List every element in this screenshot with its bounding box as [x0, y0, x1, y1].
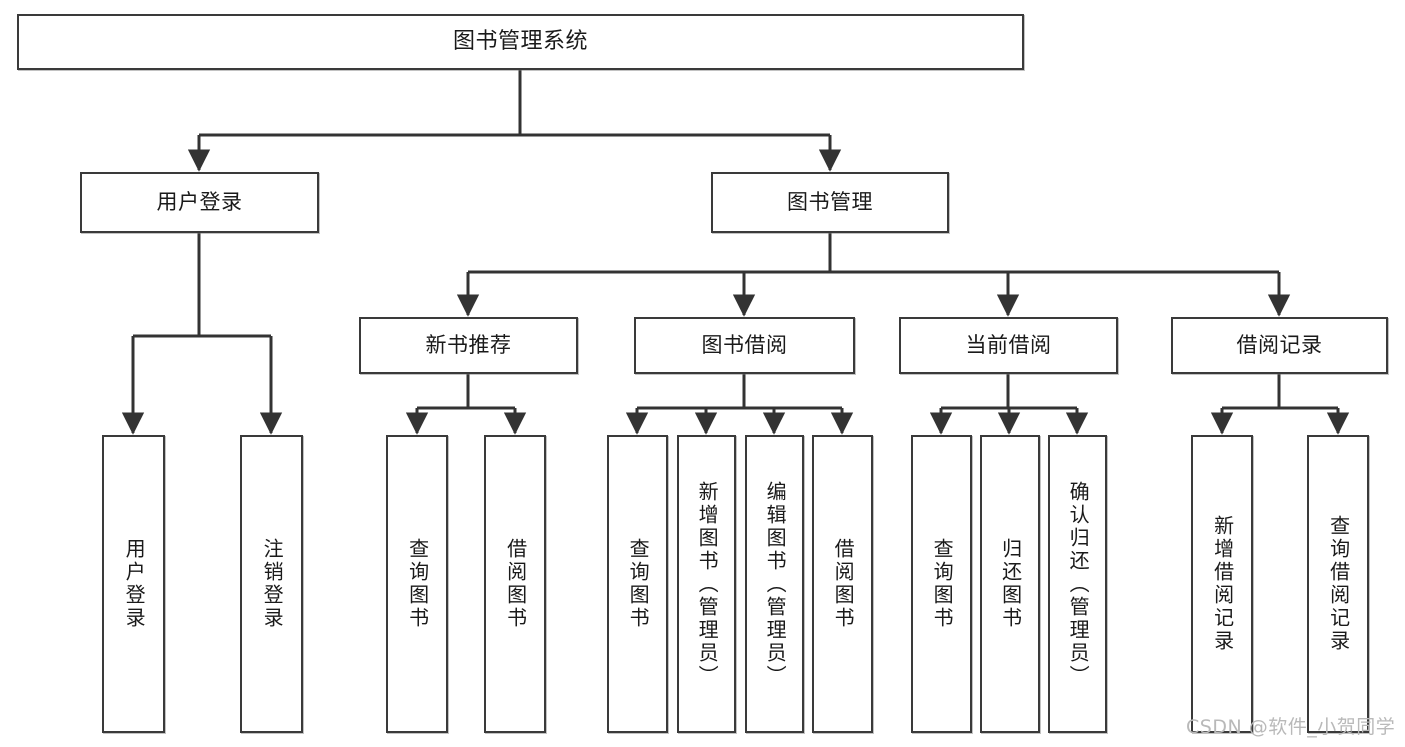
node-book-management-label: 图书管理 — [787, 190, 873, 215]
node-leaf-user-login-label: 用户登录 — [122, 538, 147, 630]
node-root-label: 图书管理系统 — [452, 29, 588, 55]
node-leaf-query-book-2[interactable]: 查询图书 — [607, 435, 668, 733]
node-leaf-borrow-book-2[interactable]: 借阅图书 — [812, 435, 873, 733]
node-book-management[interactable]: 图书管理 — [711, 172, 949, 233]
node-new-book-recommend[interactable]: 新书推荐 — [359, 317, 578, 374]
node-user-login-label: 用户登录 — [156, 190, 243, 215]
node-leaf-query-book-1[interactable]: 查询图书 — [386, 435, 448, 733]
node-leaf-logout-login[interactable]: 注销登录 — [240, 435, 303, 733]
node-leaf-return-book[interactable]: 归还图书 — [980, 435, 1040, 733]
node-current-borrow[interactable]: 当前借阅 — [899, 317, 1118, 374]
node-current-borrow-label: 当前借阅 — [965, 333, 1052, 358]
node-leaf-edit-book-label: 编辑图书（管理员） — [763, 480, 788, 688]
node-leaf-add-record-label: 新增借阅记录 — [1210, 515, 1235, 653]
node-leaf-edit-book[interactable]: 编辑图书（管理员） — [745, 435, 804, 733]
node-leaf-confirm-return-label: 确认归还（管理员） — [1066, 480, 1091, 688]
node-leaf-borrow-book-1-label: 借阅图书 — [503, 538, 528, 630]
node-borrow-record[interactable]: 借阅记录 — [1171, 317, 1388, 374]
node-leaf-query-record[interactable]: 查询借阅记录 — [1307, 435, 1369, 733]
node-leaf-borrow-book-1[interactable]: 借阅图书 — [484, 435, 546, 733]
node-book-borrow[interactable]: 图书借阅 — [634, 317, 855, 374]
node-leaf-confirm-return[interactable]: 确认归还（管理员） — [1048, 435, 1107, 733]
node-leaf-return-book-label: 归还图书 — [998, 538, 1023, 630]
node-user-login[interactable]: 用户登录 — [80, 172, 319, 233]
node-leaf-query-book-1-label: 查询图书 — [405, 538, 430, 630]
node-leaf-query-book-2-label: 查询图书 — [626, 538, 651, 630]
node-leaf-user-login[interactable]: 用户登录 — [102, 435, 165, 733]
node-leaf-borrow-book-2-label: 借阅图书 — [831, 538, 856, 630]
node-leaf-add-book[interactable]: 新增图书（管理员） — [677, 435, 736, 733]
node-leaf-add-record[interactable]: 新增借阅记录 — [1191, 435, 1253, 733]
node-root[interactable]: 图书管理系统 — [17, 14, 1024, 70]
node-leaf-query-book-3-label: 查询图书 — [930, 538, 955, 630]
node-book-borrow-label: 图书借阅 — [701, 333, 788, 358]
csdn-watermark: CSDN @软件_小贺同学 — [1186, 716, 1396, 738]
node-new-book-recommend-label: 新书推荐 — [425, 333, 512, 358]
node-leaf-query-book-3[interactable]: 查询图书 — [911, 435, 972, 733]
node-borrow-record-label: 借阅记录 — [1236, 333, 1323, 358]
node-leaf-add-book-label: 新增图书（管理员） — [695, 480, 720, 688]
node-leaf-query-record-label: 查询借阅记录 — [1326, 515, 1351, 653]
node-leaf-logout-login-label: 注销登录 — [260, 538, 285, 630]
